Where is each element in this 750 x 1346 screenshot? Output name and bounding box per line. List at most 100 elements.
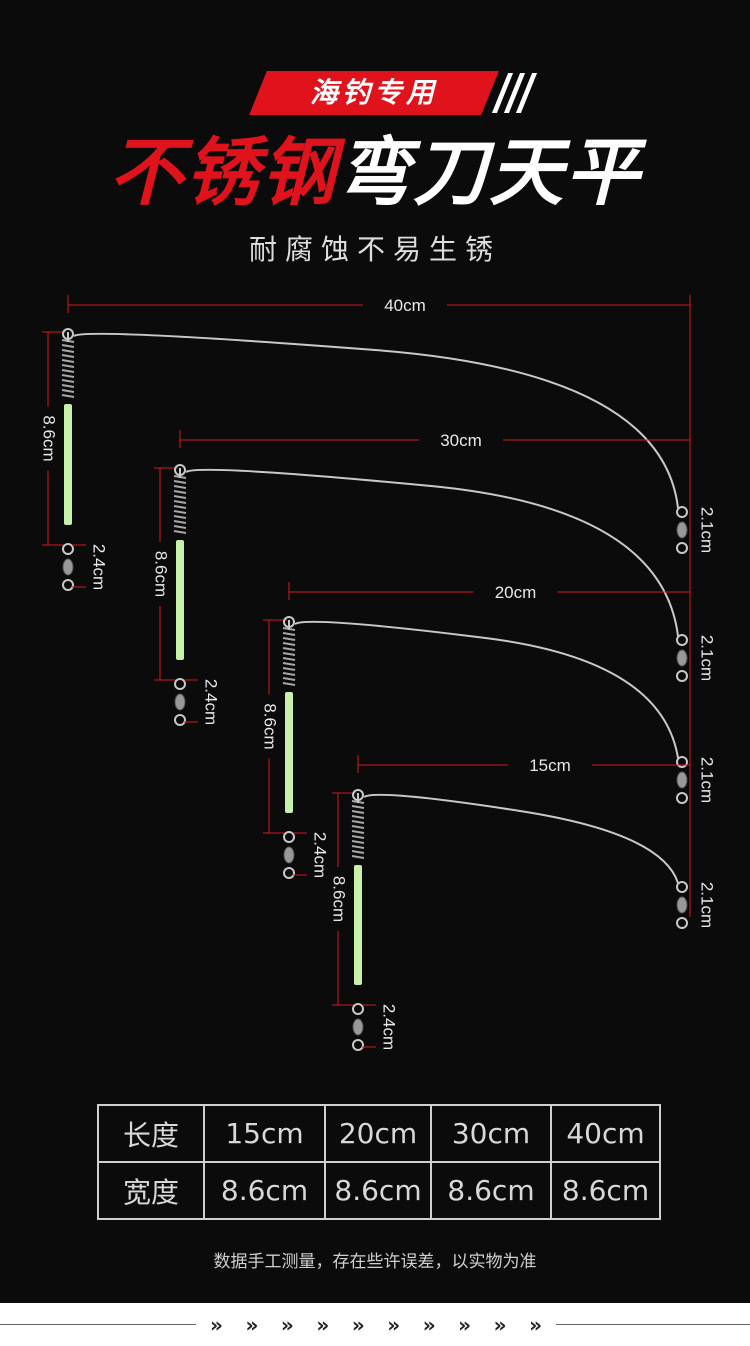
- spring-coil: [351, 820, 365, 824]
- spring-coil: [351, 805, 365, 809]
- swivel-ring: [283, 831, 295, 843]
- swivel-ring: [676, 634, 688, 646]
- label-backdrop: [363, 293, 447, 317]
- swivel-body: [676, 896, 688, 914]
- wire-loop: [283, 616, 295, 628]
- spring-coil: [173, 495, 187, 499]
- label-backdrop: [473, 580, 558, 604]
- spring-coil: [61, 379, 75, 383]
- end-label: 2.1cm: [698, 507, 717, 553]
- chevron-right-icon: »: [493, 1313, 507, 1337]
- label-backdrop: [376, 1001, 400, 1053]
- label-backdrop: [257, 694, 281, 759]
- spring-coil: [173, 505, 187, 509]
- end-label: 2.1cm: [698, 757, 717, 803]
- table-cell: 8.6cm: [203, 1161, 326, 1220]
- spring-coil: [173, 485, 187, 489]
- swivel-ring: [174, 678, 186, 690]
- glow-tube: [354, 865, 362, 985]
- wire-arm: [73, 332, 679, 509]
- swivel-ring: [676, 670, 688, 682]
- label-backdrop: [508, 753, 592, 777]
- spring-coil: [351, 855, 365, 859]
- wire-arm: [294, 620, 679, 759]
- spring-coil: [351, 840, 365, 844]
- label-backdrop: [36, 406, 60, 471]
- spring-coil: [351, 825, 365, 829]
- chevron-right-icon: »: [210, 1313, 223, 1337]
- label-backdrop: [148, 542, 172, 606]
- swivel-ring: [352, 1003, 364, 1015]
- chevron-right-icon: »: [458, 1313, 472, 1337]
- label-backdrop: [694, 754, 718, 806]
- spring-coil: [173, 500, 187, 504]
- swivel-ring: [283, 867, 295, 879]
- spring-coil: [282, 637, 296, 641]
- table-cell: 8.6cm: [550, 1161, 661, 1220]
- chevron-right-icon: »: [280, 1313, 294, 1337]
- spring-coil: [351, 845, 365, 849]
- end-label: 2.1cm: [698, 635, 717, 681]
- spring-coil: [173, 490, 187, 494]
- spring-coil: [351, 835, 365, 839]
- wire-arm: [363, 793, 679, 884]
- swivel-body: [283, 846, 295, 864]
- swivel-body: [174, 693, 186, 711]
- swivel-body: [62, 558, 74, 576]
- spring-coil: [282, 647, 296, 651]
- disclaimer-note: 数据手工测量，存在些许误差，以实物为准: [213, 1252, 537, 1272]
- swivel-label: 2.4cm: [311, 832, 330, 878]
- spring-coil: [173, 525, 187, 529]
- chevron-right-icon: »: [422, 1313, 436, 1337]
- swivel-ring: [676, 917, 688, 929]
- table-cell: 15cm: [203, 1104, 326, 1163]
- spring-coil: [61, 374, 75, 378]
- spring-coil: [61, 359, 75, 363]
- spring-coil: [61, 364, 75, 368]
- length-label: 40cm: [384, 296, 426, 315]
- height-label: 8.6cm: [152, 551, 171, 597]
- spring-coil: [173, 530, 187, 534]
- swivel-ring: [62, 543, 74, 555]
- glow-tube: [285, 692, 293, 813]
- spring-coil: [282, 682, 296, 686]
- swivel-ring: [676, 792, 688, 804]
- swivel-label: 2.4cm: [90, 544, 109, 590]
- table-row: 宽度 8.6cm 8.6cm 8.6cm 8.6cm: [97, 1161, 661, 1220]
- swivel-body: [676, 771, 688, 789]
- spring-coil: [282, 657, 296, 661]
- swivel-ring: [62, 579, 74, 591]
- swivel-label: 2.4cm: [202, 679, 221, 725]
- spring-coil: [282, 677, 296, 681]
- spring-coil: [282, 632, 296, 636]
- spring-coil: [61, 389, 75, 393]
- spring-coil: [61, 394, 75, 398]
- length-label: 30cm: [440, 431, 482, 450]
- swivel-body: [352, 1018, 364, 1036]
- table-cell: 长度: [97, 1104, 205, 1163]
- label-backdrop: [694, 879, 718, 931]
- length-label: 15cm: [529, 756, 571, 775]
- spring-coil: [282, 672, 296, 676]
- label-backdrop: [694, 632, 718, 684]
- height-label: 8.6cm: [261, 703, 280, 749]
- table-cell: 20cm: [324, 1104, 432, 1163]
- spring-coil: [173, 520, 187, 524]
- height-label: 8.6cm: [330, 876, 349, 922]
- wire-loop: [174, 464, 186, 476]
- length-label: 20cm: [495, 583, 537, 602]
- spec-table: 长度 15cm 20cm 30cm 40cm 宽度 8.6cm 8.6cm 8.…: [97, 1104, 661, 1220]
- swivel-ring: [174, 714, 186, 726]
- footer-chevrons: » » » » » » » » » »: [196, 1311, 556, 1339]
- spring-coil: [61, 354, 75, 358]
- spring-coil: [61, 384, 75, 388]
- swivel-ring: [676, 756, 688, 768]
- chevron-right-icon: »: [529, 1313, 542, 1337]
- label-backdrop: [198, 676, 222, 728]
- table-cell: 30cm: [430, 1104, 552, 1163]
- chevron-right-icon: »: [387, 1313, 401, 1337]
- swivel-body: [676, 649, 688, 667]
- chevron-right-icon: »: [245, 1313, 259, 1337]
- wire-loop: [62, 328, 74, 340]
- page-title: 不锈钢弯刀天平: [0, 128, 750, 218]
